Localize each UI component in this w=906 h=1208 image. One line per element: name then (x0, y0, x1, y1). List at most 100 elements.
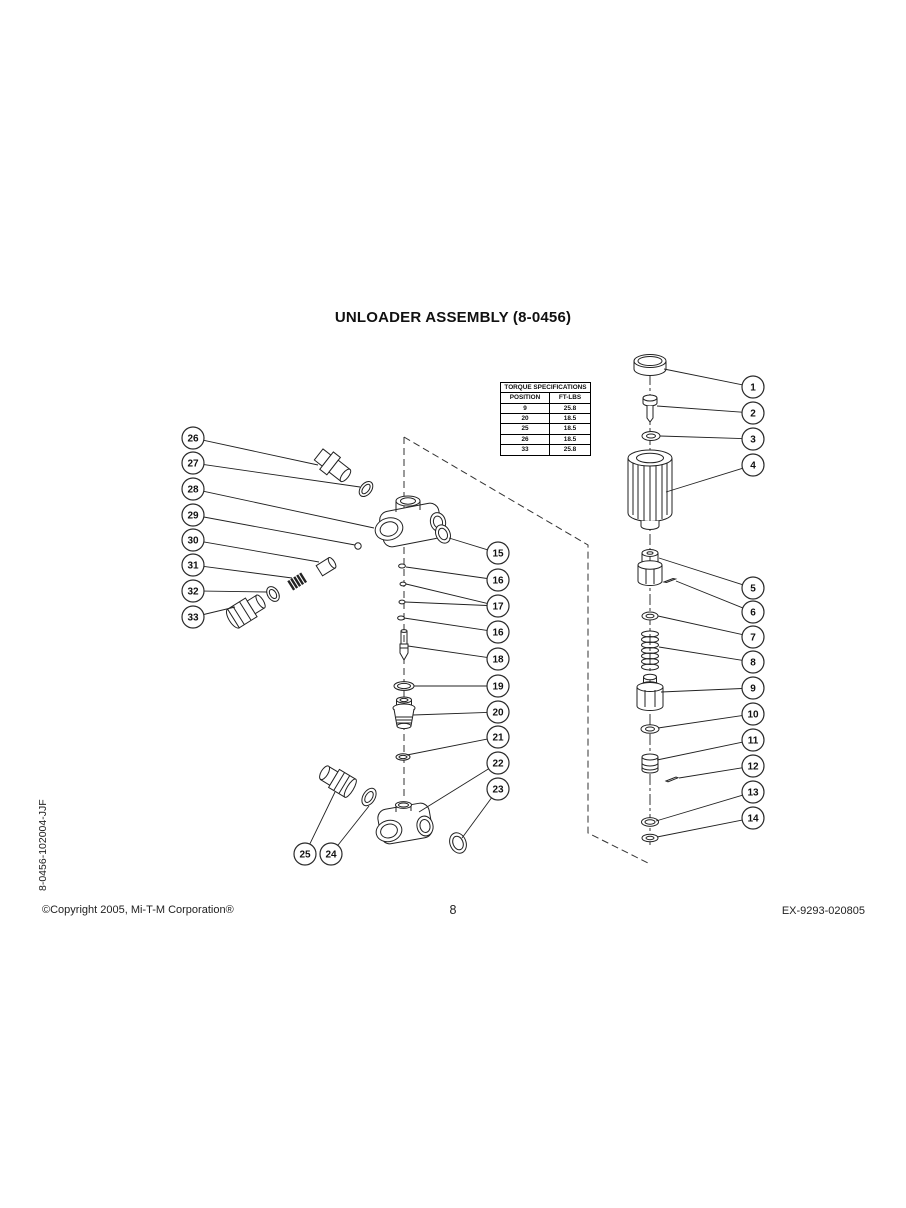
callout-circle-28 (181, 477, 205, 501)
callout-25: 25 (293, 842, 317, 866)
leader-line-2 (656, 405, 743, 413)
leader-line-1 (663, 368, 743, 386)
leader-line-23 (461, 797, 492, 839)
callout-number: 30 (187, 536, 199, 547)
callout-circle-20 (486, 700, 510, 724)
callout-number: 19 (492, 682, 504, 693)
callout-12: 12 (741, 754, 765, 778)
callout-29: 29 (181, 503, 205, 527)
part-18-valve-stem (400, 630, 408, 660)
leader-line-3 (659, 435, 743, 440)
callout-circle-6 (741, 600, 765, 624)
leader-line-10 (657, 715, 743, 729)
callout-22: 22 (486, 751, 510, 775)
callout-number: 20 (492, 708, 504, 719)
part-23-seal (447, 830, 470, 855)
callout-circle-5 (741, 576, 765, 600)
torque-col-ftlbs: FT-LBS (549, 392, 591, 404)
callout-number: 5 (750, 584, 756, 595)
callout-circle-32 (181, 579, 205, 603)
part-8-spring (642, 631, 659, 670)
callout-21: 21 (486, 725, 510, 749)
callout-circle-17 (486, 594, 510, 618)
callout-13: 13 (741, 780, 765, 804)
callout-circle-26 (181, 426, 205, 450)
footer-page-number: 8 (449, 903, 457, 917)
callout-circle-24 (319, 842, 343, 866)
callout-circle-13 (741, 780, 765, 804)
callout-3: 3 (741, 427, 765, 451)
leader-line-31 (203, 565, 293, 579)
callout-number: 9 (750, 684, 756, 695)
callout-circle-23 (486, 777, 510, 801)
callout-number: 31 (187, 561, 199, 572)
part-24-o-ring (359, 786, 379, 808)
torque-table-title: TORQUE SPECIFICATIONS (500, 381, 591, 394)
callout-circle-29 (181, 503, 205, 527)
callout-circle-16 (486, 568, 510, 592)
part-17-seal-a (400, 582, 406, 586)
part-20-seat-fitting (393, 697, 415, 729)
leader-line-24 (337, 805, 370, 846)
torque-col-position: POSITION (500, 392, 550, 404)
leader-line-11 (656, 741, 743, 761)
callout-17: 17 (486, 594, 510, 618)
leader-line-5 (658, 557, 743, 586)
part-16-seal-top (399, 564, 406, 568)
callout-circle-25 (293, 842, 317, 866)
callout-number: 18 (492, 655, 504, 666)
callout-24: 24 (319, 842, 343, 866)
leader-line-17 (404, 601, 488, 606)
leader-line-26 (203, 439, 319, 466)
part-12-pin (666, 777, 678, 782)
callout-5: 5 (741, 576, 765, 600)
callout-circle-31 (181, 553, 205, 577)
leader-line-30 (203, 541, 320, 563)
callout-circle-12 (741, 754, 765, 778)
callout-number: 21 (492, 733, 504, 744)
leader-line-7 (657, 615, 743, 636)
leader-line-16 (403, 617, 488, 631)
callout-circle-30 (181, 528, 205, 552)
callout-circle-27 (181, 451, 205, 475)
leader-line-25 (309, 791, 336, 845)
part-6-pin (664, 579, 676, 583)
part-2-screw (643, 395, 657, 422)
footer-copyright: ©Copyright 2005, Mi-T-M Corporation® (42, 904, 234, 916)
callout-7: 7 (741, 625, 765, 649)
callout-number: 12 (747, 762, 759, 773)
part-1-cap (634, 355, 666, 376)
callout-circle-9 (741, 676, 765, 700)
leader-line-28 (203, 490, 375, 529)
leader-line-15 (448, 537, 488, 551)
callout-circle-16 (486, 620, 510, 644)
torque-position-value: 25 (500, 423, 550, 435)
part-26-inlet-fitting (312, 446, 355, 486)
part-15-seal (433, 522, 454, 545)
callout-number: 14 (747, 814, 759, 825)
callout-circle-7 (741, 625, 765, 649)
callout-6: 6 (741, 600, 765, 624)
callout-number: 16 (492, 576, 504, 587)
leader-line-8 (658, 646, 743, 661)
leader-line-21 (406, 738, 488, 756)
part-9-piston-guide (637, 674, 663, 710)
leader-line-14 (656, 819, 743, 838)
part-21-o-ring (396, 754, 410, 760)
callout-26: 26 (181, 426, 205, 450)
callout-circle-21 (486, 725, 510, 749)
callout-number: 27 (187, 459, 199, 470)
callout-number: 29 (187, 511, 199, 522)
footer-doc-code: EX-9293-020805 (781, 905, 865, 917)
part-17-seal-b (399, 600, 405, 604)
torque-ftlbs-value: 18.5 (549, 413, 591, 425)
callout-16: 16 (486, 568, 510, 592)
callout-circle-10 (741, 702, 765, 726)
part-4-knob (628, 450, 672, 530)
callout-number: 15 (492, 549, 504, 560)
